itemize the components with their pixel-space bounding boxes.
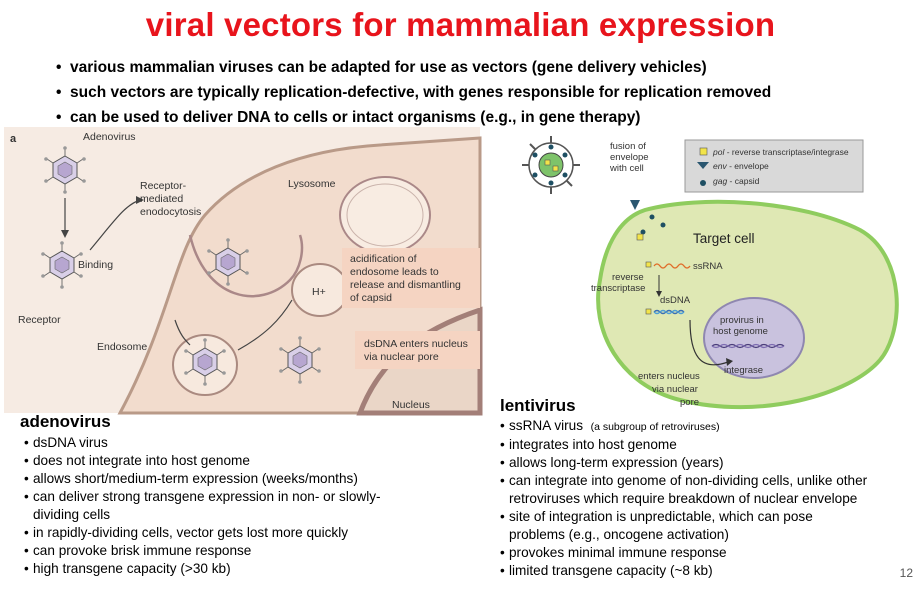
label-receptor-mediated-2: mediated <box>140 193 183 205</box>
lysosome-inner <box>346 183 424 247</box>
label-receptor: Receptor <box>18 314 61 326</box>
fusion-line-1: fusion of <box>610 141 646 152</box>
arrow-to-endosome <box>174 319 191 346</box>
arrow-to-nucleus <box>689 319 729 366</box>
dsdna-strand <box>653 309 685 315</box>
list-item: •can provoke brisk immune response <box>24 543 252 558</box>
arrowhead <box>726 358 733 366</box>
adenovirus-diagram: a Adenovirus Receptor- mediated enodocyt… <box>4 127 483 416</box>
intro-bullets: various mammalian viruses can be adapted… <box>56 55 771 130</box>
label-nucleus: Nucleus <box>392 399 430 411</box>
label-endosome: Endosome <box>97 341 147 353</box>
label-binding: Binding <box>78 259 113 271</box>
pol-in-cell <box>636 233 644 241</box>
dsdna-strand-2 <box>653 309 685 315</box>
fusion-line-2: envelope <box>610 152 649 163</box>
label-lysosome: Lysosome <box>288 178 336 190</box>
adenovirus-heading: adenovirus <box>20 412 111 431</box>
env-legend-marker <box>697 162 709 169</box>
virion-core <box>538 152 564 178</box>
adenovirus-list: •dsDNA virus •does not integrate into ho… <box>24 434 381 578</box>
pol-marker <box>645 261 652 268</box>
label-enters-1: enters nucleus <box>638 371 700 382</box>
intro-bullet: can be used to deliver DNA to cells or i… <box>56 105 771 130</box>
label-receptor-mediated-1: Receptor- <box>140 180 187 192</box>
label-h-plus: H+ <box>312 286 326 298</box>
label-enters-2: via nuclear <box>652 384 698 395</box>
intro-bullet: such vectors are typically replication-d… <box>56 80 771 105</box>
list-item: •can integrate into genome of non-dividi… <box>500 473 868 488</box>
lentivirus-diagram: fusion of envelope with cell pol - rever… <box>522 136 899 410</box>
dsdna-enters-line-2: via nuclear pore <box>364 351 439 363</box>
label-receptor-mediated-3: enodocytosis <box>140 206 201 218</box>
arrow-to-acid <box>237 299 293 351</box>
label-provirus-2: host genome <box>713 326 768 337</box>
legend-gag: gag - capsid <box>713 176 760 186</box>
list-item: •high transgene capacity (>30 kb) <box>24 561 231 576</box>
coated-pit <box>188 234 304 298</box>
list-item-continuation: retroviruses which require breakdown of … <box>509 491 858 506</box>
acidification-callout <box>342 248 480 308</box>
lysosome-shape <box>339 176 431 254</box>
fusion-line-3: with cell <box>609 163 644 174</box>
intro-bullet: various mammalian viruses can be adapted… <box>56 55 771 80</box>
ssrna-strand <box>653 263 691 269</box>
acidification-line-4: of capsid <box>350 292 392 304</box>
lenti-legend <box>684 139 864 193</box>
list-item: •allows short/medium-term expression (we… <box>24 471 358 486</box>
slide-title: viral vectors for mammalian expression <box>145 6 776 43</box>
list-item: •integrates into host genome <box>500 437 677 452</box>
host-nucleus <box>703 297 805 379</box>
list-item: •does not integrate into host genome <box>24 453 250 468</box>
pol-marker <box>645 308 652 315</box>
env-spikes <box>522 136 580 194</box>
env-on-cell <box>630 200 640 210</box>
list-item-continuation: problems (e.g., oncogene activation) <box>509 527 729 542</box>
pol-legend-marker <box>699 147 708 156</box>
pol-markers <box>544 159 559 172</box>
acidification-line-2: endosome leads to <box>350 266 439 278</box>
list-item: •site of integration is unpredictable, w… <box>500 509 813 524</box>
dsdna-callout <box>355 331 480 369</box>
list-item: •allows long-term expression (years) <box>500 455 724 470</box>
page-number: 12 <box>899 566 913 580</box>
label-rt-1: reverse <box>612 272 644 283</box>
arrowhead <box>61 230 69 238</box>
list-item: •ssRNA virus (a subgroup of retroviruses… <box>500 418 720 433</box>
legend-pol: pol - reverse transcriptase/integrase <box>712 147 849 157</box>
lentivirus-list: •ssRNA virus (a subgroup of retroviruses… <box>500 417 867 580</box>
label-ssrna: ssRNA <box>693 261 723 272</box>
acidification-line-3: release and dismantling <box>350 279 461 291</box>
arrowhead <box>656 291 662 297</box>
list-item: •provokes minimal immune response <box>500 545 727 560</box>
label-target-cell: Target cell <box>693 231 755 246</box>
provirus-dna <box>711 343 785 349</box>
list-item-continuation: dividing cells <box>33 507 111 522</box>
provirus-dna-2 <box>711 343 785 349</box>
released-capsid <box>640 214 666 235</box>
legend-env: env - envelope <box>713 161 769 171</box>
dsdna-enters-line-1: dsDNA enters nucleus <box>364 338 468 350</box>
label-dsdna: dsDNA <box>660 295 691 306</box>
label-adenovirus: Adenovirus <box>83 131 136 143</box>
list-item: •limited transgene capacity (~8 kb) <box>500 563 713 578</box>
list-item: •can deliver strong transgene expression… <box>24 489 381 504</box>
list-item: •dsDNA virus <box>24 435 108 450</box>
label-enters-3: pore <box>680 397 699 408</box>
arrow-endocytosis <box>89 199 141 251</box>
arrowhead <box>136 196 144 204</box>
acidification-line-1: acidification of <box>350 253 417 265</box>
panel-letter: a <box>10 133 17 145</box>
label-rt-2: transcriptase <box>591 283 645 294</box>
list-item: •in rapidly-dividing cells, vector gets … <box>24 525 349 540</box>
label-provirus-1: provirus in <box>720 315 764 326</box>
label-integrase: integrase <box>724 365 763 376</box>
capsid-dots <box>532 144 568 186</box>
gag-legend-marker <box>700 180 706 186</box>
lentivirus-heading: lentivirus <box>500 396 576 415</box>
